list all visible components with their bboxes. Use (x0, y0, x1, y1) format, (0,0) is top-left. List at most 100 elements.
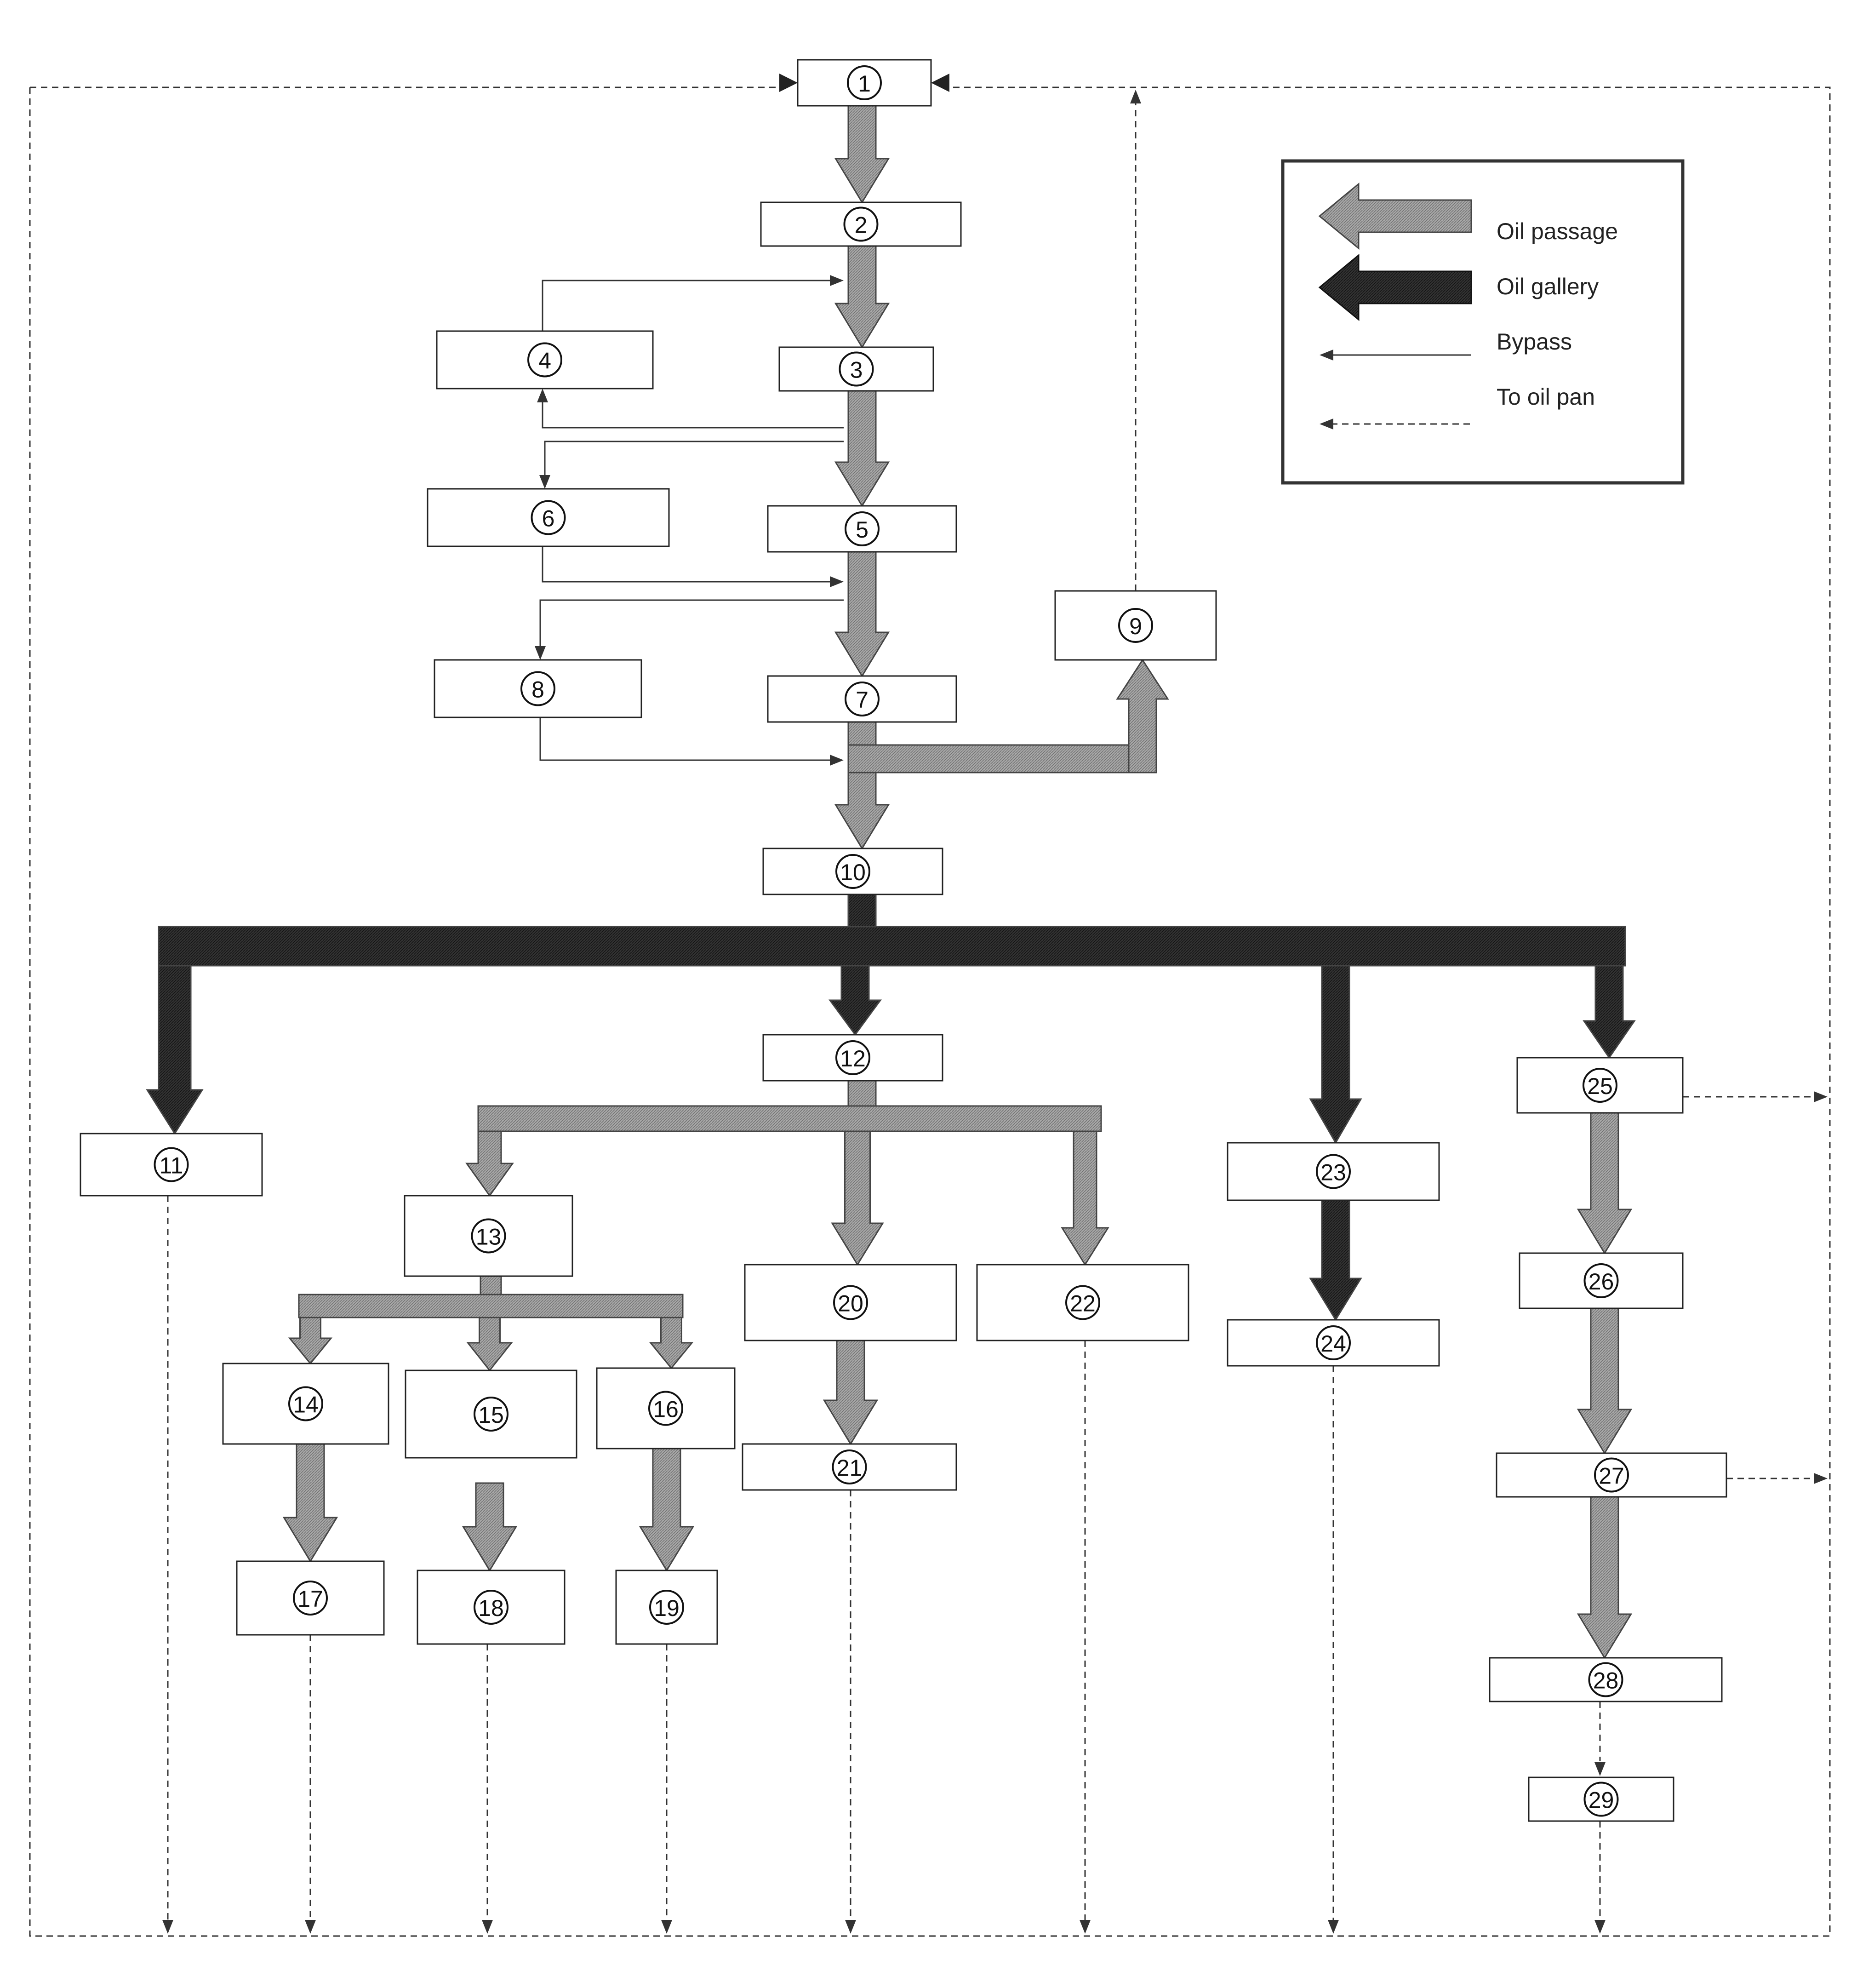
node-11: 11 (80, 1133, 263, 1197)
node-13-number-circle (471, 1218, 506, 1254)
pan-arrowhead-22 (1080, 1920, 1091, 1934)
node-5-label: 5 (856, 517, 869, 543)
node-3-label: 3 (850, 357, 863, 383)
flow-header-13 (298, 1294, 684, 1318)
node-23-number-circle (1316, 1154, 1351, 1189)
pan-arrowhead-18 (482, 1920, 493, 1934)
node-1-number-circle (847, 65, 882, 100)
node-29: 29 (1528, 1776, 1674, 1822)
flow-arrow-1-to-2 (834, 105, 890, 204)
flow-arrow-7-to-10 (834, 772, 890, 850)
legend-oil-gallery-swatch (1318, 253, 1472, 321)
node-26: 26 (1519, 1252, 1684, 1309)
legend: Oil passage Oil gallery Bypass To oil pa… (1281, 159, 1685, 485)
legend-oil-passage-swatch (1318, 182, 1472, 250)
bypass-arrowhead-3-to-6 (539, 475, 550, 489)
pan-arrowhead-28-to-29 (1594, 1762, 1606, 1776)
gallery-arrow-to-23 (1309, 965, 1362, 1144)
bypass-arrowhead-8-to-7 (830, 755, 844, 766)
flow-trunk-13 (480, 1275, 502, 1298)
node-13-label: 13 (476, 1224, 502, 1250)
node-26-label: 26 (1588, 1269, 1614, 1295)
flow-arrow-3-to-5 (834, 390, 890, 507)
node-25-label: 25 (1587, 1073, 1613, 1099)
node-28: 28 (1489, 1657, 1723, 1702)
node-23-label: 23 (1320, 1160, 1346, 1186)
node-12: 12 (762, 1034, 943, 1082)
pan-arrowhead-27 (1814, 1473, 1828, 1484)
node-17-number-circle (293, 1581, 328, 1616)
gallery-arrow-to-25 (1583, 965, 1636, 1059)
legend-oil-pan-arrowhead (1320, 418, 1333, 430)
node-8: 8 (434, 659, 642, 718)
node-2-label: 2 (855, 212, 868, 238)
pan-arrowhead-24 (1328, 1920, 1339, 1934)
pan-arrowhead-29 (1594, 1920, 1606, 1934)
bypass-line-5-to-8 (539, 599, 844, 646)
node-16-label: 16 (653, 1397, 679, 1422)
node-6: 6 (427, 488, 670, 547)
node-7-number-circle (845, 682, 880, 716)
node-10: 10 (762, 848, 943, 895)
node-21: 21 (742, 1443, 957, 1491)
node-25-number-circle (1583, 1068, 1617, 1103)
node-10-label: 10 (840, 859, 866, 885)
node-29-number-circle (1583, 1782, 1619, 1817)
flow-header-12 (477, 1105, 1102, 1132)
bypass-line-8-to-7 (539, 717, 830, 761)
node-29-label: 29 (1588, 1787, 1614, 1813)
flow-arrow-12-to-20 (831, 1130, 884, 1266)
node-8-box (434, 659, 642, 718)
node-8-number-circle (520, 671, 555, 706)
node-16-number-circle (648, 1391, 683, 1426)
node-19-label: 19 (654, 1595, 680, 1621)
node-23: 23 (1227, 1142, 1440, 1201)
node-24-label: 24 (1320, 1331, 1346, 1357)
node-27-label: 27 (1599, 1463, 1624, 1489)
node-18-number-circle (474, 1590, 509, 1625)
pan-arrowhead-11 (162, 1920, 173, 1934)
node-6-number-circle (531, 500, 566, 535)
node-15-label: 15 (478, 1402, 504, 1428)
gallery-header-bar (158, 926, 1626, 967)
node-15: 15 (405, 1369, 577, 1459)
node-1-label: 1 (858, 71, 871, 97)
node-9: 9 (1054, 590, 1217, 661)
flow-arrow-15-to-18 (462, 1482, 518, 1572)
flow-arrow-2-to-3 (834, 245, 890, 349)
node-26-number-circle (1583, 1263, 1619, 1298)
bypass-arrowhead-4-to-3 (830, 275, 844, 286)
bypass-arrowhead-3-to-4 (537, 389, 548, 402)
node-14-number-circle (288, 1386, 323, 1421)
node-19: 19 (615, 1570, 718, 1645)
legend-bypass-arrowhead (1320, 349, 1333, 361)
flow-branch-7-to-9 (847, 744, 1157, 773)
flow-arrow-13-to-16 (649, 1317, 694, 1369)
node-9-number-circle (1118, 608, 1153, 643)
node-10-number-circle (835, 854, 870, 889)
bypass-arrowhead-6-to-5 (830, 576, 844, 587)
bypass-line-4-to-3 (542, 280, 830, 331)
node-16: 16 (596, 1367, 736, 1449)
node-20-label: 20 (838, 1291, 863, 1317)
node-8-label: 8 (531, 677, 544, 703)
bypass-line-6-to-5 (542, 546, 830, 583)
node-22-number-circle (1065, 1285, 1100, 1320)
flow-arrows (146, 105, 1636, 1659)
pan-arrowhead-17 (305, 1920, 316, 1934)
to-oil-pan-lines (29, 74, 1831, 1937)
bypass-line-3-to-6 (544, 441, 844, 475)
node-25: 25 (1516, 1057, 1684, 1114)
node-7-label: 7 (856, 687, 869, 713)
bypass-arrowhead-5-to-8 (535, 646, 546, 660)
legend-bypass-label: Bypass (1497, 329, 1572, 355)
node-5: 5 (767, 505, 957, 553)
node-15-number-circle (474, 1397, 509, 1432)
node-24-number-circle (1316, 1325, 1351, 1360)
node-20-number-circle (833, 1285, 868, 1320)
gallery-arrow-to-12 (829, 965, 882, 1036)
node-12-number-circle (835, 1040, 870, 1075)
node-2-number-circle (843, 206, 879, 242)
